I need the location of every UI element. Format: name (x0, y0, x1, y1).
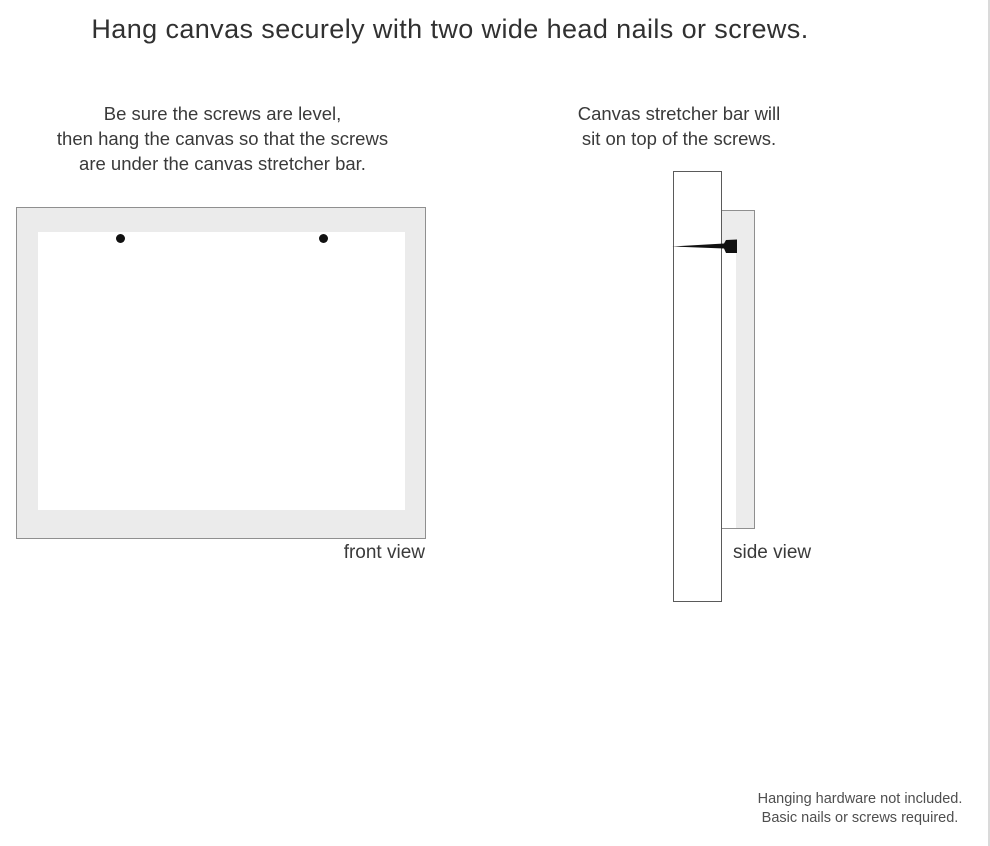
page-title: Hang canvas securely with two wide head … (91, 14, 809, 44)
screw-dot-left-icon (116, 234, 125, 243)
side-view-instruction: Canvas stretcher bar will sit on top of … (559, 101, 799, 151)
nail-icon (672, 239, 737, 253)
side-view-instruction-line-2: sit on top of the screws. (581, 128, 777, 149)
hardware-note-line-2: Basic nails or screws required. (761, 810, 959, 826)
front-view-instruction-line-3: are under the canvas stretcher bar. (79, 153, 366, 174)
front-view-label: front view (343, 542, 425, 563)
canvas-recess (721, 247, 736, 528)
side-view-diagram (665, 168, 775, 608)
hardware-note-line-1: Hanging hardware not included. (757, 791, 963, 807)
front-view-instruction-line-1: Be sure the screws are level, (103, 103, 342, 124)
side-view-instruction-line-1: Canvas stretcher bar will (577, 103, 781, 124)
screw-dot-right-icon (319, 234, 328, 243)
front-view-instruction-line-2: then hang the canvas so that the screws (56, 128, 389, 149)
hardware-note: Hanging hardware not included. Basic nai… (735, 790, 985, 828)
side-view-label: side view (733, 542, 812, 563)
front-view-diagram (16, 207, 426, 539)
stretcher-bar-rect (673, 171, 722, 602)
canvas-face (38, 232, 405, 510)
front-view-instruction: Be sure the screws are level, then hang … (20, 101, 425, 176)
page-edge-line (988, 0, 990, 846)
